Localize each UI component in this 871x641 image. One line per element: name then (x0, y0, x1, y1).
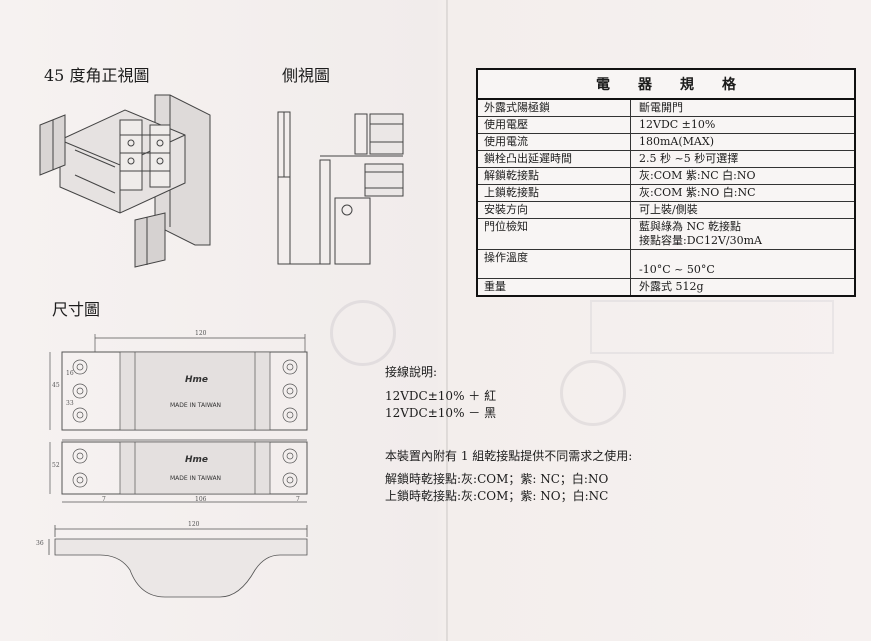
dimension-label: 45 (52, 382, 60, 389)
dimension-label: 7 (296, 496, 300, 503)
dry-contact-unlock: 解鎖時乾接點:灰:COM；紫: NC；白:NO (385, 472, 609, 486)
dimension-label: 120 (188, 521, 200, 528)
dimension-drawing-profile (48, 525, 308, 598)
dimension-view-title: 尺寸圖 (52, 300, 101, 319)
dimension-drawing-top (49, 334, 308, 503)
dimension-label: 106 (195, 496, 207, 503)
brand-logo: Hme (185, 455, 209, 465)
paper-fold (446, 0, 448, 641)
table-row: 操作溫度-10°C ~ 50°C (476, 249, 856, 279)
dimension-label: 7 (102, 496, 106, 503)
dry-contact-lock: 上鎖時乾接點:灰:COM；紫: NO；白:NC (385, 489, 609, 503)
dimension-label: 16 (66, 370, 74, 377)
front-view-drawing (39, 94, 211, 268)
table-row: 解鎖乾接點灰:COM 紫:NC 白:NO (476, 167, 856, 185)
side-view-title: 側視圖 (282, 66, 331, 85)
wiring-line-positive: 12VDC±10% ＋ 紅 (385, 389, 497, 403)
spec-table-header: 電器規格 (477, 69, 855, 100)
front-view-title: 45 度角正視圖 (44, 66, 150, 85)
dimension-label: 36 (36, 540, 44, 547)
table-row: 重量外露式 512g (476, 278, 856, 297)
side-view-drawing (277, 111, 404, 265)
made-in-label: MADE IN TAIWAN (170, 402, 222, 409)
table-row: 上鎖乾接點灰:COM 紫:NO 白:NC (476, 184, 856, 202)
dimension-label: 33 (66, 400, 74, 407)
made-in-label: MADE IN TAIWAN (170, 475, 222, 482)
wiring-line-negative: 12VDC±10% － 黑 (385, 406, 497, 420)
table-row: 門位檢知藍與綠為 NC 乾接點接點容量:DC12V/30mA (476, 218, 856, 250)
brand-logo: Hme (185, 375, 209, 385)
dimension-label: 120 (195, 330, 207, 337)
table-row: 安裝方向可上裝/側裝 (476, 201, 856, 219)
wiring-title: 接線說明: (385, 365, 438, 379)
dry-contact-intro: 本裝置內附有 1 組乾接點提供不同需求之使用: (385, 449, 633, 463)
dimension-label: 52 (52, 462, 60, 469)
table-row: 外露式陽極鎖斷電開門 (476, 98, 856, 117)
